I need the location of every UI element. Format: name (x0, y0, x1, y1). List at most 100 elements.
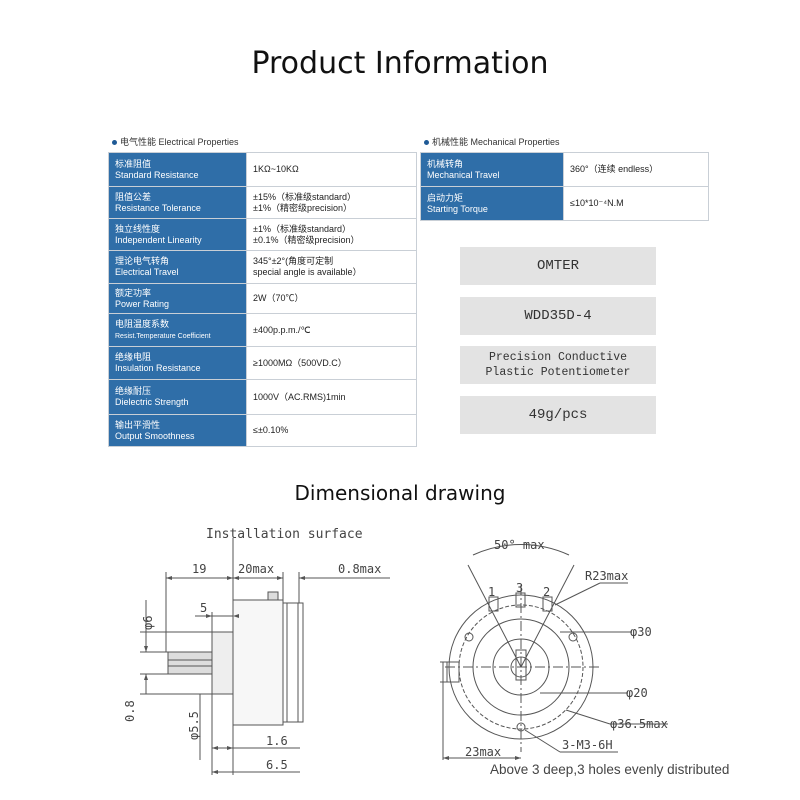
dim-50max: 50° max (494, 538, 545, 552)
type-line-2: Plastic Potentiometer (485, 366, 631, 379)
side-view-drawing: Installation surface 19 20max 0.8max 5 φ… (123, 527, 390, 775)
property-cn: 机械转角 (427, 158, 464, 169)
property-value: 1000V（AC.RMS)1min (246, 379, 417, 415)
value-line-1: 360°（连续 endless） (570, 164, 659, 174)
property-cn: 额定功率 (115, 287, 152, 298)
property-en: Starting Torque (427, 203, 488, 214)
drawing-title: Dimensional drawing (294, 481, 506, 505)
value-line-2: special angle is available） (253, 267, 362, 277)
mechanical-heading: 机械性能 Mechanical Properties (424, 135, 560, 148)
bullet-icon (112, 140, 117, 146)
dim-08max: 0.8max (338, 562, 381, 576)
value-line-1: ≥1000MΩ（500VD.C） (253, 357, 347, 368)
dim-phi20: φ20 (626, 686, 648, 700)
electrical-row: 电阻温度系数 Resist.Temperature Coefficient ±400… (108, 313, 417, 347)
dim-phi6: φ6 (141, 616, 155, 630)
terminal-3: 3 (516, 581, 523, 595)
dim-phi30: φ30 (630, 625, 652, 639)
dim-65: 6.5 (266, 758, 288, 772)
value-line-1: ≤10*10⁻⁴N.M (570, 198, 624, 208)
type-line-1: Precision Conductive (488, 351, 628, 364)
electrical-heading: 电气性能 Electrical Properties (112, 135, 239, 148)
dim-20max: 20max (238, 562, 274, 576)
model-label: WDD35D-4 (460, 297, 656, 335)
property-cn: 独立线性度 (115, 223, 161, 234)
property-cn: 绝缘耐压 (115, 386, 152, 396)
property-en: Standard Resistance (115, 169, 199, 180)
property-en: Independent Linearity (115, 234, 202, 245)
page-title: Product Information (251, 46, 549, 81)
dim-23max: 23max (465, 745, 501, 759)
value-line-1: ±15%（标准级standard） (253, 191, 356, 202)
property-value: 360°（连续 endless） (563, 152, 709, 187)
property-cn: 绝缘电阻 (115, 352, 152, 362)
terminal-2: 2 (543, 585, 550, 599)
property-cn: 电阻温度系数 (115, 318, 170, 329)
weight-label: 49g/pcs (460, 396, 656, 434)
property-en: Resist.Temperature Coefficient (115, 332, 211, 340)
property-cn: 启动力矩 (427, 192, 464, 203)
value-line-1: 345°±2°(角度可定制 (253, 256, 334, 266)
dim-phi55: φ5.5 (187, 711, 201, 740)
terminal-1: 1 (488, 585, 495, 599)
value-line-1: ±400p.p.m./℃ (253, 324, 311, 335)
value-line-1: 1KΩ~10KΩ (253, 164, 299, 174)
dim-5: 5 (200, 601, 207, 615)
dim-3-m3: 3-M3-6H (562, 738, 613, 752)
property-cn: 理论电气转角 (115, 256, 170, 266)
value-line-1: 1000V（AC.RMS)1min (253, 391, 346, 402)
dim-r23max: R23max (585, 569, 628, 583)
property-cn: 阻值公差 (115, 191, 152, 202)
bullet-icon (424, 140, 429, 146)
property-value: ≤10*10⁻⁴N.M (563, 186, 709, 221)
mounting-note: Above 3 deep,3 holes evenly distributed (490, 762, 730, 777)
property-value: ±400p.p.m./℃ (246, 313, 417, 347)
dim-19: 19 (192, 562, 206, 576)
property-en: Dielectric Strength (115, 397, 189, 407)
property-en: Power Rating (115, 298, 170, 309)
property-en: Output Smoothness (115, 430, 195, 441)
dim-phi365max: φ36.5max (610, 717, 668, 731)
property-en: Resistance Tolerance (115, 202, 201, 213)
front-view-drawing: 50° max 1 3 2 R23max φ30 φ20 φ36.5max 23… (440, 538, 668, 760)
property-value: ≤±0.10% (246, 414, 417, 447)
property-en: Mechanical Travel (427, 169, 500, 180)
value-line-1: ±1%（标准级standard） (253, 223, 351, 234)
value-line-1: ≤±0.10% (253, 425, 289, 435)
value-line-1: 2W（70℃） (253, 293, 304, 303)
property-cn: 输出平滑性 (115, 419, 161, 430)
property-cn: 标准阻值 (115, 158, 152, 169)
property-value: ±15%（标准级standard）±1%（精密级precision） (246, 186, 417, 219)
value-line-2: ±0.1%（精密级precision） (253, 234, 360, 245)
dim-16: 1.6 (266, 734, 288, 748)
property-value: ≥1000MΩ（500VD.C） (246, 346, 417, 380)
property-value: 1KΩ~10KΩ (246, 152, 417, 187)
brand-label: OMTER (460, 247, 656, 285)
type-label: Precision Conductive Plastic Potentiomet… (460, 346, 656, 384)
property-name: 电阻温度系数 Resist.Temperature Coefficient (108, 313, 247, 347)
property-en: Insulation Resistance (115, 363, 201, 373)
